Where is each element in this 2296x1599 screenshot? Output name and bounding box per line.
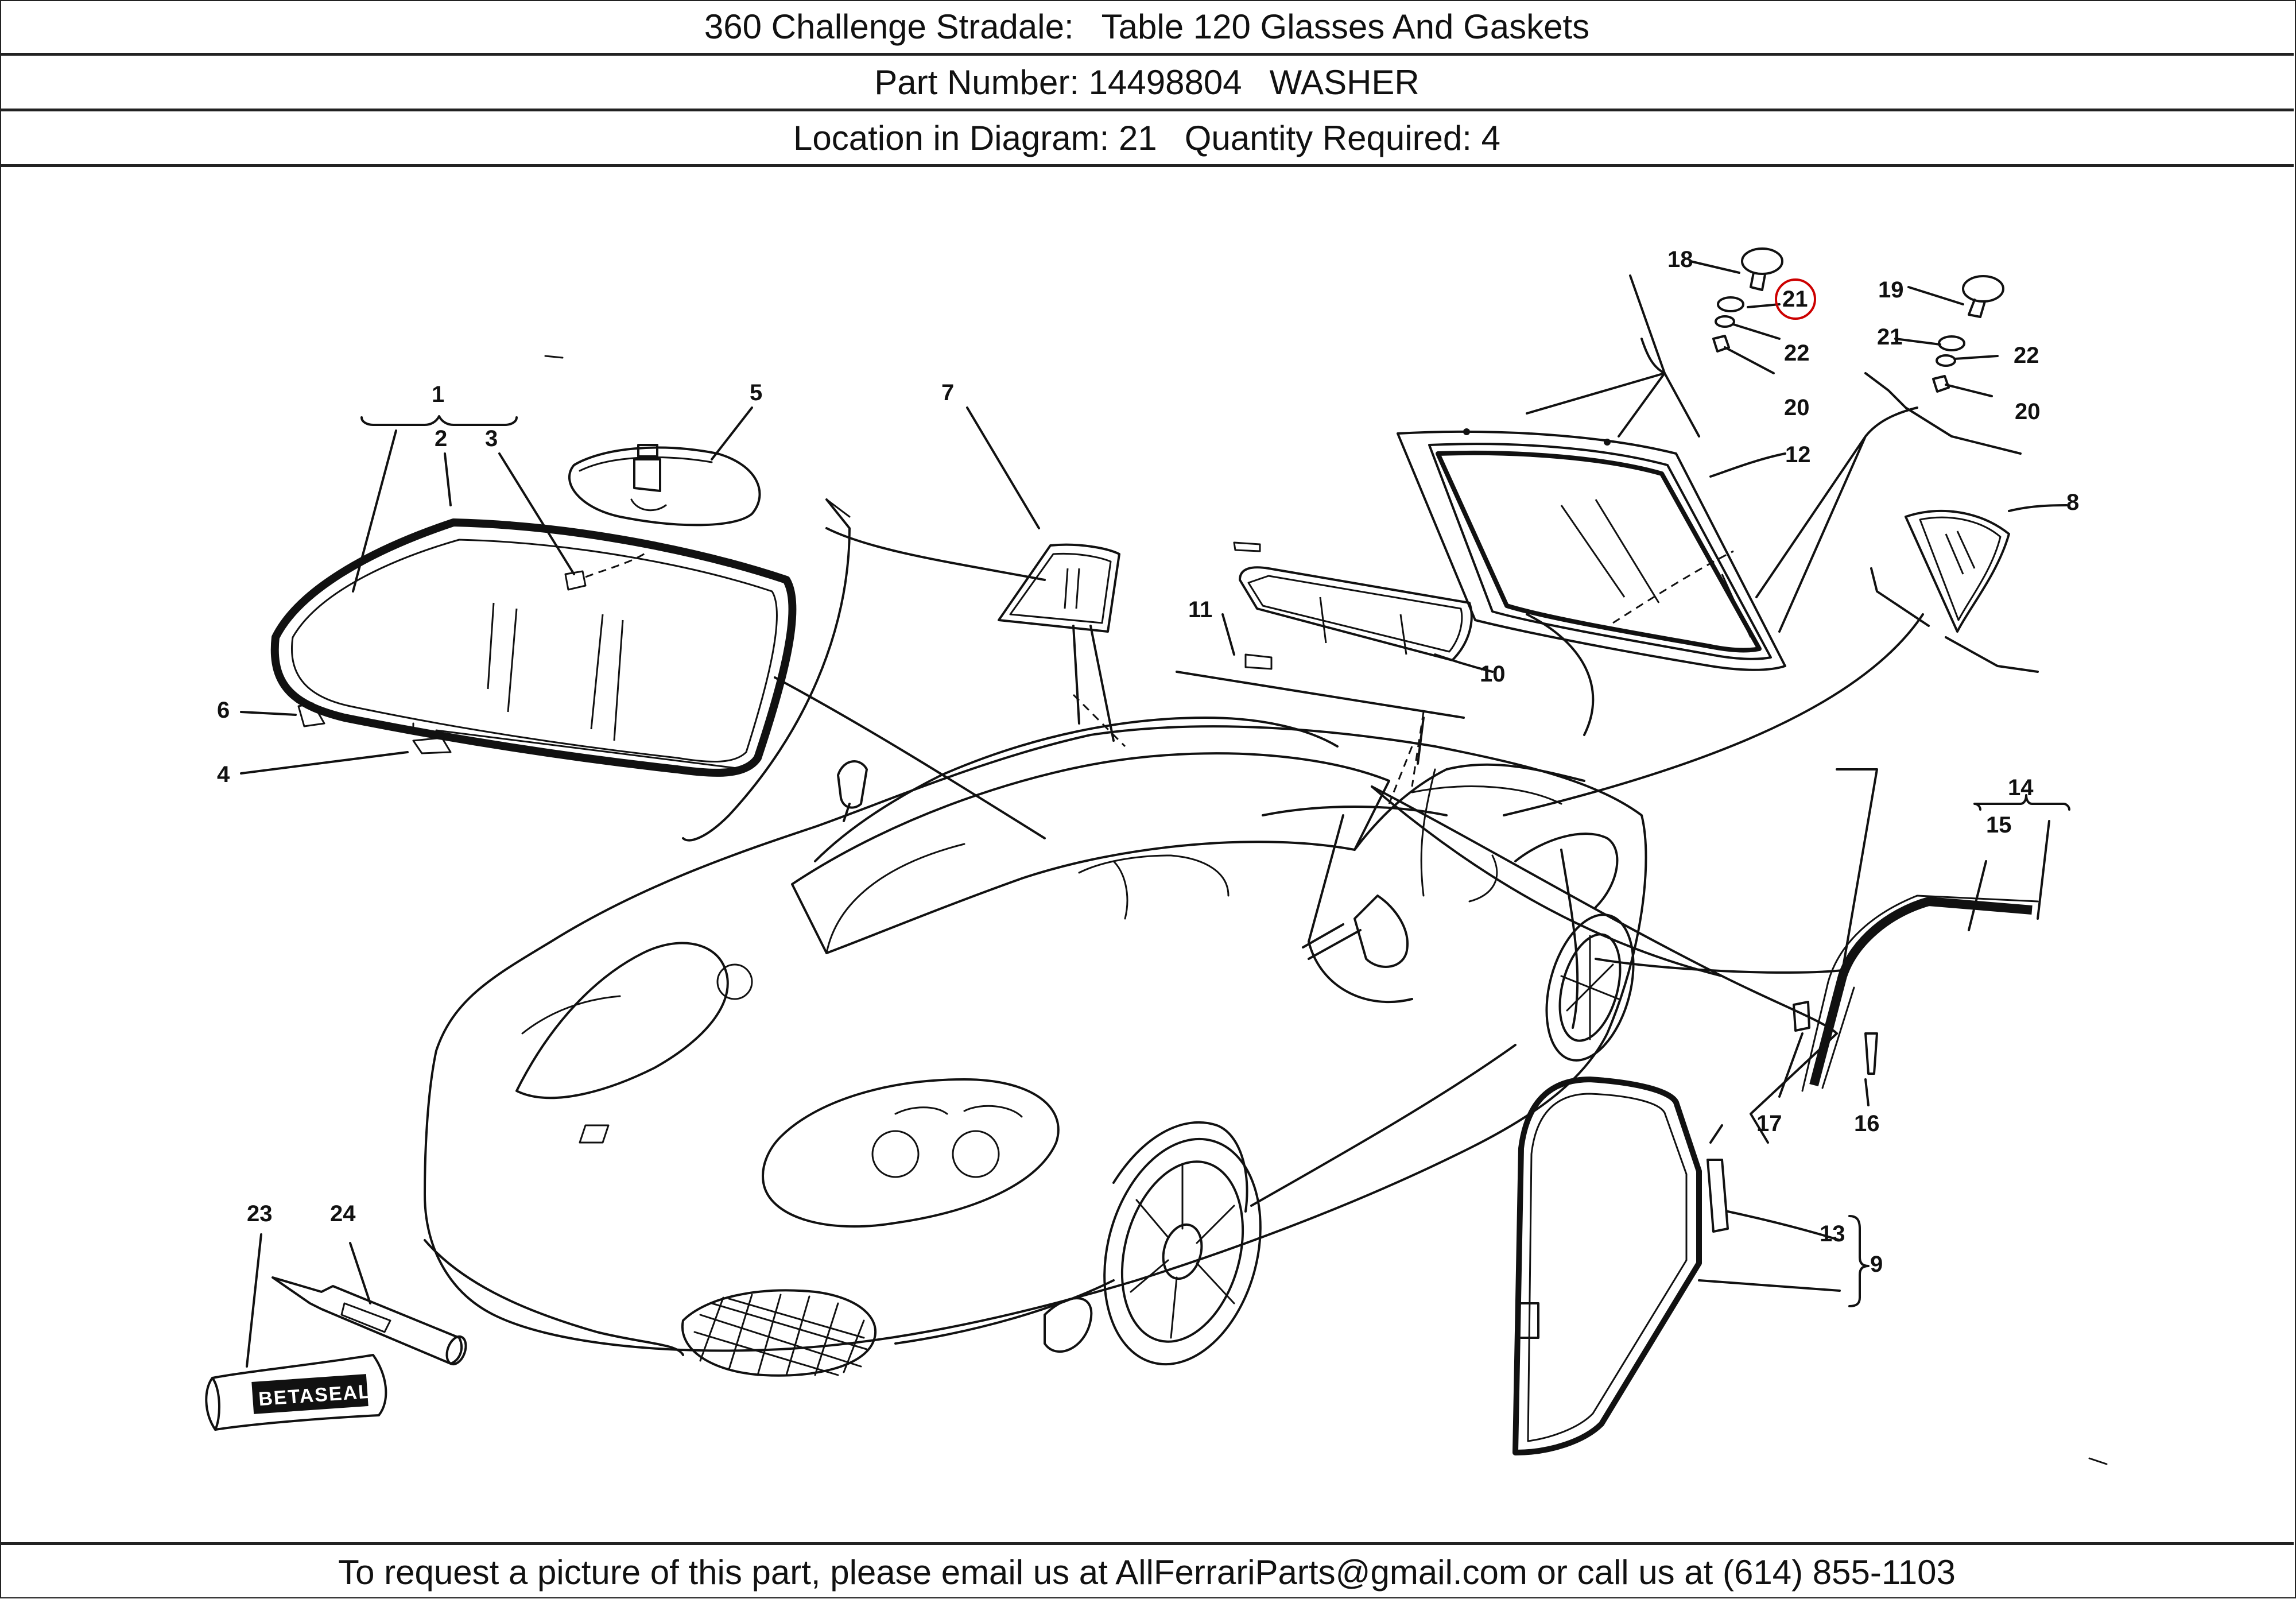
rear-glass-part-10 bbox=[1239, 566, 1473, 661]
callout-9: 9 bbox=[1870, 1252, 1883, 1277]
callout-8: 8 bbox=[2066, 490, 2079, 515]
car-body-illustration bbox=[424, 717, 1647, 1377]
windscreen-assembly bbox=[270, 518, 797, 777]
quantity-required: Quantity Required: 4 bbox=[1184, 118, 1500, 157]
fastener-stack-right bbox=[1932, 275, 2004, 393]
callout-16: 16 bbox=[1854, 1111, 1880, 1136]
door-window-seal bbox=[1801, 895, 2039, 1092]
sealant-tube-23: BETASEAL bbox=[205, 1354, 387, 1431]
callout-17: 17 bbox=[1756, 1111, 1782, 1136]
part-number-row: Part Number: 14498804 WASHER bbox=[0, 56, 2294, 111]
part-16-screw bbox=[1864, 1032, 1878, 1075]
callout-21-highlighted: 21 bbox=[1782, 286, 1808, 312]
callout-11: 11 bbox=[1188, 597, 1212, 622]
part-4-spacer bbox=[412, 737, 452, 754]
callout-21-right: 21 bbox=[1877, 324, 1903, 350]
part-6-clip bbox=[297, 702, 325, 727]
location-in-diagram: Location in Diagram: 21 bbox=[793, 118, 1157, 157]
callout-3: 3 bbox=[485, 426, 498, 451]
callout-2: 2 bbox=[435, 426, 447, 451]
quarter-glass-left bbox=[998, 543, 1120, 633]
callout-1: 1 bbox=[432, 382, 444, 407]
callout-labels: 1 2 3 4 5 6 7 8 9 10 11 12 13 14 15 16 1… bbox=[217, 247, 2079, 1277]
sealant-cartridge-24 bbox=[272, 1276, 467, 1366]
stray-mark bbox=[544, 355, 564, 359]
callout-24: 24 bbox=[330, 1201, 356, 1226]
part-name: WASHER bbox=[1269, 63, 1420, 102]
callout-10: 10 bbox=[1480, 661, 1506, 687]
callout-18: 18 bbox=[1667, 247, 1693, 272]
model-title: 360 Challenge Stradale: bbox=[704, 7, 1074, 46]
callout-20-right: 20 bbox=[2015, 399, 2041, 424]
part-11-clip-top bbox=[1233, 541, 1261, 552]
front-grille-mesh bbox=[693, 1294, 868, 1376]
callout-4: 4 bbox=[217, 762, 230, 787]
leader-lines bbox=[240, 260, 2070, 1368]
fastener-stack-left bbox=[1712, 247, 1783, 353]
part-11-clip bbox=[1244, 653, 1273, 670]
part-13-gasket-plug bbox=[1707, 1159, 1729, 1233]
door-seal-gasket bbox=[1512, 1077, 1702, 1455]
callout-19: 19 bbox=[1878, 277, 1904, 303]
title-row: 360 Challenge Stradale: Table 120 Glasses… bbox=[0, 0, 2294, 56]
callout-13: 13 bbox=[1820, 1221, 1845, 1246]
sticker-part-3 bbox=[564, 570, 587, 591]
rear-view-mirror bbox=[568, 444, 761, 526]
footer-contact: To request a picture of this part, pleas… bbox=[0, 1542, 2294, 1599]
front-wheel bbox=[1103, 1137, 1262, 1366]
callout-15: 15 bbox=[1986, 812, 2012, 838]
stray-mark-2 bbox=[2088, 1457, 2108, 1465]
table-title: Table 120 Glasses And Gaskets bbox=[1101, 7, 1590, 46]
callout-22-left: 22 bbox=[1784, 340, 1810, 366]
callout-20-left: 20 bbox=[1784, 395, 1810, 420]
parts-diagram: BETASEAL bbox=[205, 247, 2108, 1465]
callout-5: 5 bbox=[750, 380, 762, 405]
callout-7: 7 bbox=[941, 380, 954, 405]
part-number: Part Number: 14498804 bbox=[874, 63, 1242, 102]
callout-23: 23 bbox=[247, 1201, 273, 1226]
engine-cover-glass bbox=[1397, 428, 1786, 671]
highlight-ring-part-21 bbox=[1775, 278, 1816, 320]
door-mirror bbox=[1302, 895, 1409, 968]
part-17-clip bbox=[1793, 1001, 1810, 1032]
callout-14: 14 bbox=[2008, 775, 2034, 800]
callout-12: 12 bbox=[1785, 442, 1811, 467]
location-row: Location in Diagram: 21 Quantity Required… bbox=[0, 111, 2294, 167]
callout-6: 6 bbox=[217, 698, 230, 723]
sticker-dashed-leader bbox=[585, 550, 649, 578]
pointer-lines bbox=[682, 274, 2039, 1144]
quarter-glass-right bbox=[1905, 510, 2010, 633]
callout-22-right: 22 bbox=[2014, 343, 2039, 368]
